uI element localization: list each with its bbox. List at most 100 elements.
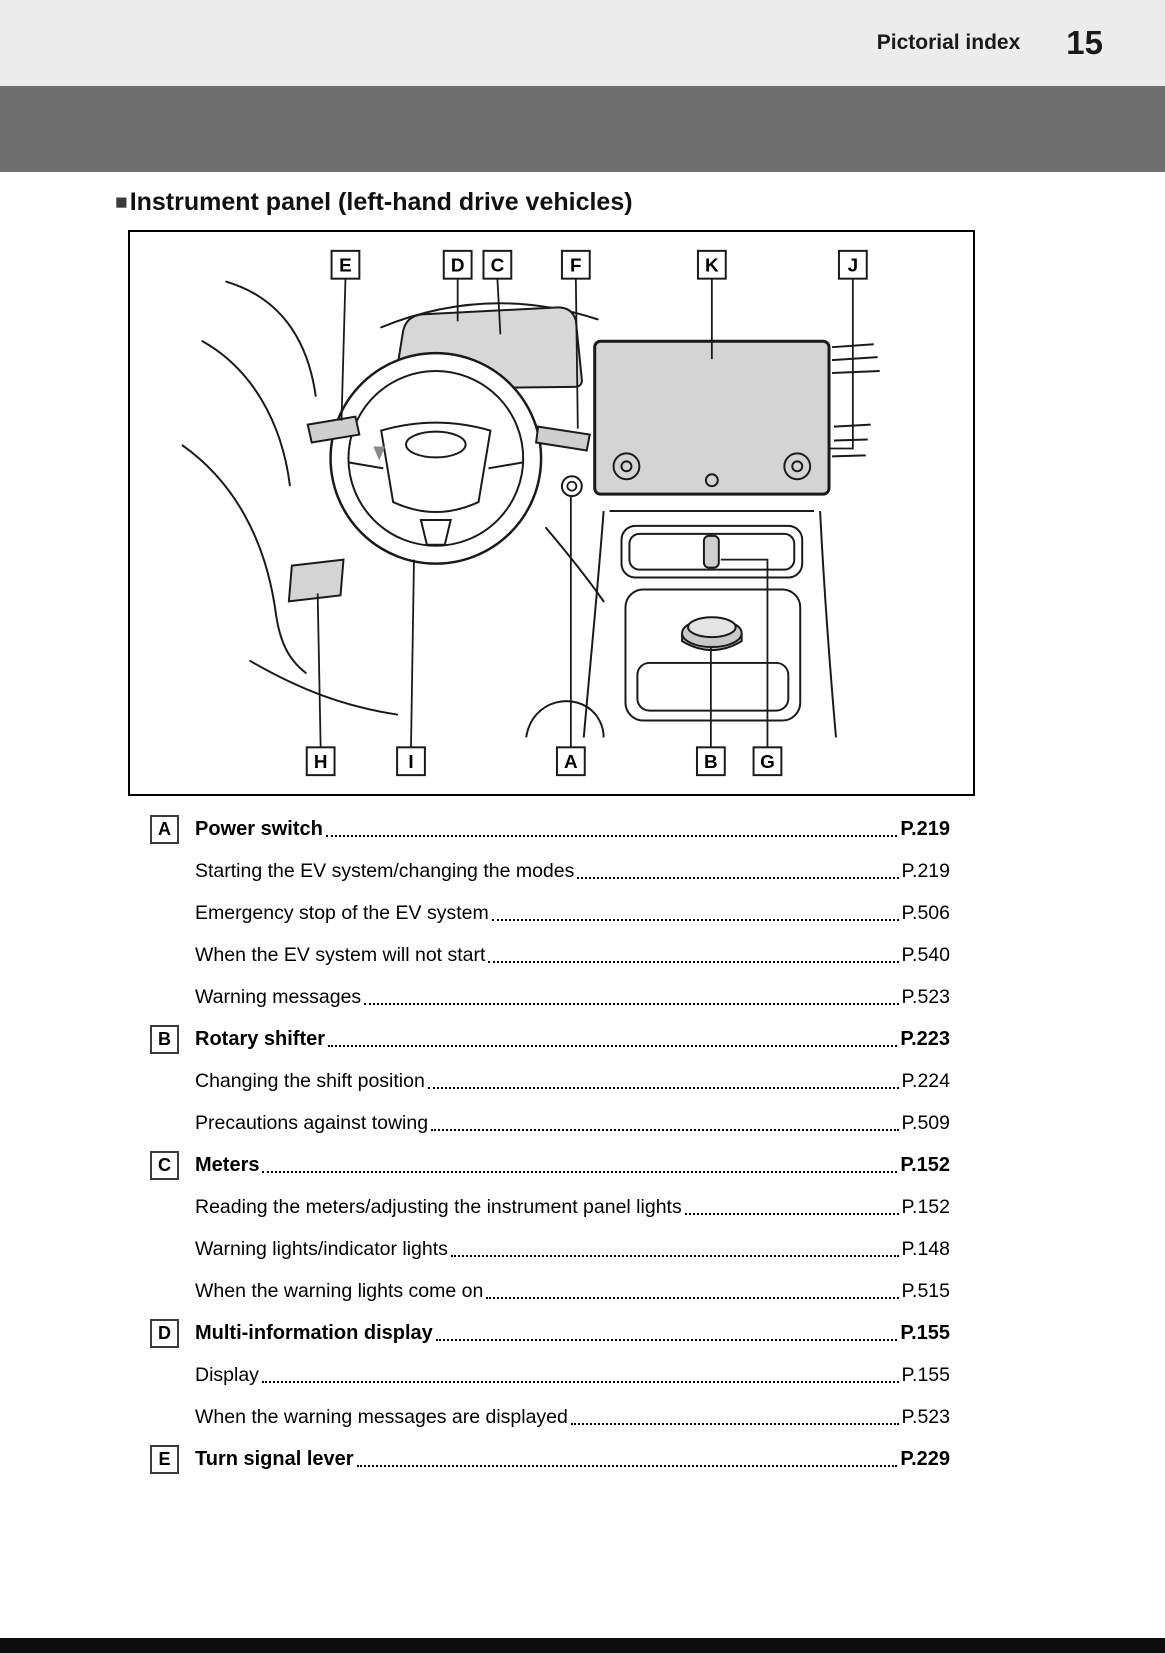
dot-leader <box>435 1326 898 1341</box>
callout-label: D <box>451 255 465 276</box>
page-content: ■Instrument panel (left-hand drive vehic… <box>0 188 1165 1480</box>
index-page-ref: P.224 <box>901 1069 950 1092</box>
index-letterbox: B <box>150 1024 179 1054</box>
index-sub-text: When the warning messages are displayed <box>195 1405 568 1428</box>
index-page-ref: P.219 <box>901 859 950 882</box>
callout-box-D: D <box>442 249 473 280</box>
dot-leader <box>486 1284 899 1299</box>
dot-leader <box>261 1368 899 1383</box>
callout-box-C: C <box>482 249 513 280</box>
index-entry-sub: Starting the EV system/changing the mode… <box>150 850 950 892</box>
index-sub-text: Changing the shift position <box>195 1069 425 1092</box>
index-sub-text: Display <box>195 1363 259 1386</box>
callout-label: J <box>848 255 858 276</box>
index-entry-sub: Precautions against towing P.509 <box>150 1102 950 1144</box>
index-letterbox: D <box>150 1318 179 1348</box>
dot-leader <box>491 906 899 921</box>
index-entry-title: Multi-information display <box>195 1321 433 1344</box>
dot-leader <box>325 822 898 837</box>
index-entry-main: B Rotary shifter P.223 <box>150 1018 950 1060</box>
index-page-ref: P.155 <box>901 1363 950 1386</box>
callout-label: K <box>705 255 719 276</box>
index-page-ref: P.219 <box>900 817 950 840</box>
index-sub-text: Precautions against towing <box>195 1111 429 1134</box>
callout-lines <box>316 278 854 748</box>
callout-label: E <box>339 255 352 276</box>
callout-box-B: B <box>695 746 726 777</box>
callout-label: A <box>564 751 578 772</box>
section-title: ■Instrument panel (left-hand drive vehic… <box>115 188 1165 217</box>
index-page-ref: P.155 <box>900 1321 950 1344</box>
index-letterbox: C <box>150 1150 179 1180</box>
callout-label: I <box>408 751 413 772</box>
dot-leader <box>488 948 899 963</box>
section-title-text: Instrument panel (left-hand drive vehicl… <box>129 188 633 216</box>
dot-leader <box>262 1158 898 1173</box>
index-page-ref: P.152 <box>900 1153 950 1176</box>
index-page-ref: P.223 <box>900 1027 950 1050</box>
index-entry-title: Meters <box>195 1153 260 1176</box>
index-sub-text: Starting the EV system/changing the mode… <box>195 859 575 882</box>
callout-box-A: A <box>555 746 586 777</box>
dot-leader <box>427 1074 899 1089</box>
index-page-ref: P.152 <box>901 1195 950 1218</box>
diagram-box: E D C F K <box>128 230 975 796</box>
callout-label: B <box>704 751 718 772</box>
dot-leader <box>431 1116 899 1131</box>
console-button <box>702 534 720 569</box>
index-page-ref: P.148 <box>901 1237 950 1260</box>
dash-body-lines <box>181 280 605 716</box>
index-page-ref: P.506 <box>901 901 950 924</box>
index-entry-sub: Display P.155 <box>150 1354 950 1396</box>
dot-leader <box>577 864 899 879</box>
callout-box-F: F <box>560 249 591 280</box>
index-sub-text: When the warning lights come on <box>195 1279 484 1302</box>
index-entry-sub: When the warning lights come on P.515 <box>150 1270 950 1312</box>
callout-box-I: I <box>396 746 426 777</box>
index-entry-main: A Power switch P.219 <box>150 808 950 850</box>
index-entry-title: Power switch <box>195 817 323 840</box>
index-page-ref: P.229 <box>900 1447 950 1470</box>
callout-label: F <box>570 255 582 276</box>
dot-leader <box>450 1242 899 1257</box>
callout-box-J: J <box>837 249 868 280</box>
index-entry-sub: Changing the shift position P.224 <box>150 1060 950 1102</box>
power-switch <box>560 475 583 498</box>
wiper-lever <box>535 425 591 452</box>
index-page-ref: P.515 <box>901 1279 950 1302</box>
index-entry-main: E Turn signal lever P.229 <box>150 1438 950 1480</box>
turn-signal-lever <box>306 415 361 444</box>
index-entry-main: C Meters P.152 <box>150 1144 950 1186</box>
rotary-shifter <box>681 616 743 651</box>
bottom-bar <box>0 1638 1165 1653</box>
callout-box-H: H <box>305 746 336 777</box>
index-page-ref: P.523 <box>901 985 950 1008</box>
index-sub-text: Reading the meters/adjusting the instrum… <box>195 1195 682 1218</box>
index-letterbox: E <box>150 1444 179 1474</box>
instrument-panel-diagram: E D C F K <box>181 249 880 777</box>
dot-leader <box>364 990 899 1005</box>
index-sub-text: Emergency stop of the EV system <box>195 901 489 924</box>
callout-label: G <box>760 751 775 772</box>
index-entry-sub: When the warning messages are displayed … <box>150 1396 950 1438</box>
section-marker-icon: ■ <box>115 190 128 214</box>
dot-leader <box>570 1410 899 1425</box>
index-page-ref: P.523 <box>901 1405 950 1428</box>
index-entry-main: D Multi-information display P.155 <box>150 1312 950 1354</box>
dot-leader <box>356 1452 898 1467</box>
index-entry-title: Rotary shifter <box>195 1027 326 1050</box>
diagram-callouts-bottom: H I A B G <box>305 746 783 777</box>
center-console <box>582 510 837 738</box>
index-entry-title: Turn signal lever <box>195 1447 354 1470</box>
callout-label: C <box>491 255 505 276</box>
steering-hub <box>348 421 524 546</box>
index-entry-sub: When the EV system will not start P.540 <box>150 934 950 976</box>
index-entry-sub: Reading the meters/adjusting the instrum… <box>150 1186 950 1228</box>
callout-box-G: G <box>752 746 783 777</box>
index-sub-text: Warning lights/indicator lights <box>195 1237 448 1260</box>
callout-box-K: K <box>696 249 727 280</box>
lower-left-panel <box>287 558 345 603</box>
index-entry-sub: Warning lights/indicator lights P.148 <box>150 1228 950 1270</box>
index-sub-text: When the EV system will not start <box>195 943 486 966</box>
